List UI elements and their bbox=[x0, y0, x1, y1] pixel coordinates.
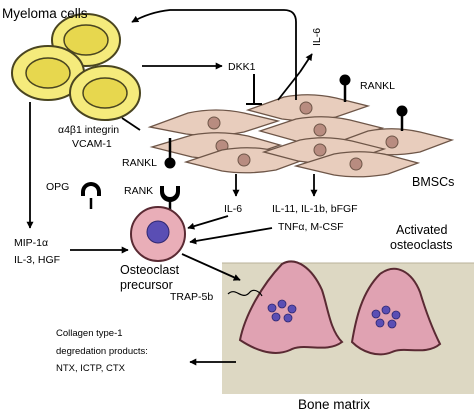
bmsc-cells-cluster bbox=[147, 94, 455, 178]
arrow-bmsc-to-il6-top bbox=[277, 71, 301, 101]
myeloma-cell bbox=[69, 65, 141, 121]
myeloma-cell bbox=[11, 45, 85, 101]
trap-squiggle bbox=[227, 289, 263, 297]
osteoclast-nuclei bbox=[267, 299, 297, 323]
label-integrin-line1: α4β1 integrin bbox=[58, 124, 119, 136]
label-activated-line1: Activated bbox=[396, 223, 447, 237]
label-collagen-line1: Collagen type-1 bbox=[56, 328, 123, 339]
label-cytokines-line1: IL-11, IL-1b, bFGF bbox=[272, 203, 358, 215]
dkk1-inhibition bbox=[246, 74, 262, 105]
label-dkk1: DKK1 bbox=[228, 61, 256, 73]
label-rankl-right: RANKL bbox=[360, 80, 395, 92]
arrow-bmsc-to-myeloma-il6 bbox=[131, 9, 297, 100]
label-cytokines-line2: TNFα, M-CSF bbox=[278, 221, 344, 233]
opg-decoy-receptor bbox=[81, 182, 101, 209]
label-activated-line2: osteoclasts bbox=[390, 238, 453, 252]
activated-osteoclast bbox=[350, 267, 442, 356]
label-precursor-line2: precursor bbox=[120, 278, 173, 292]
rank-receptor bbox=[160, 186, 180, 210]
arrow-il6-to-precursor bbox=[187, 215, 229, 230]
label-bmscs: BMSCs bbox=[412, 175, 454, 189]
label-rankl-left: RANKL bbox=[122, 157, 157, 169]
osteoclast-nuclei bbox=[371, 305, 401, 329]
label-trap: TRAP-5b bbox=[170, 291, 213, 303]
arrow-precursor-to-osteoclasts bbox=[181, 253, 241, 281]
rankl-ligand-lower-right bbox=[396, 105, 408, 131]
arrow-cytokines-to-precursor bbox=[189, 227, 273, 245]
label-mip-line2: IL-3, HGF bbox=[14, 254, 60, 266]
rankl-ligand-left bbox=[164, 138, 176, 169]
label-opg: OPG bbox=[46, 181, 69, 193]
label-integrin-line2: VCAM-1 bbox=[72, 138, 112, 150]
adhesion-line bbox=[121, 117, 141, 131]
activated-osteoclast bbox=[238, 260, 344, 354]
rankl-ligand-right bbox=[339, 74, 351, 102]
bmsc-cell bbox=[147, 109, 281, 137]
osteoclast-precursor-cell bbox=[130, 206, 186, 262]
label-bone-matrix: Bone matrix bbox=[298, 397, 370, 412]
arrow-il6-top-head bbox=[299, 53, 313, 73]
bmsc-cell bbox=[293, 151, 421, 178]
label-rank: RANK bbox=[124, 185, 153, 197]
label-precursor-line1: Osteoclast bbox=[120, 263, 180, 277]
label-myeloma-cells: Myeloma cells bbox=[2, 6, 88, 21]
label-collagen-line3: NTX, ICTP, CTX bbox=[56, 363, 126, 374]
label-collagen-line2: degredation products: bbox=[56, 346, 148, 357]
label-il6-mid: IL-6 bbox=[224, 203, 242, 215]
label-il6-top: IL-6 bbox=[311, 28, 323, 46]
arrows bbox=[26, 9, 318, 366]
label-mip-line1: MIP-1α bbox=[14, 237, 48, 249]
myeloma-cells-cluster bbox=[11, 13, 141, 121]
